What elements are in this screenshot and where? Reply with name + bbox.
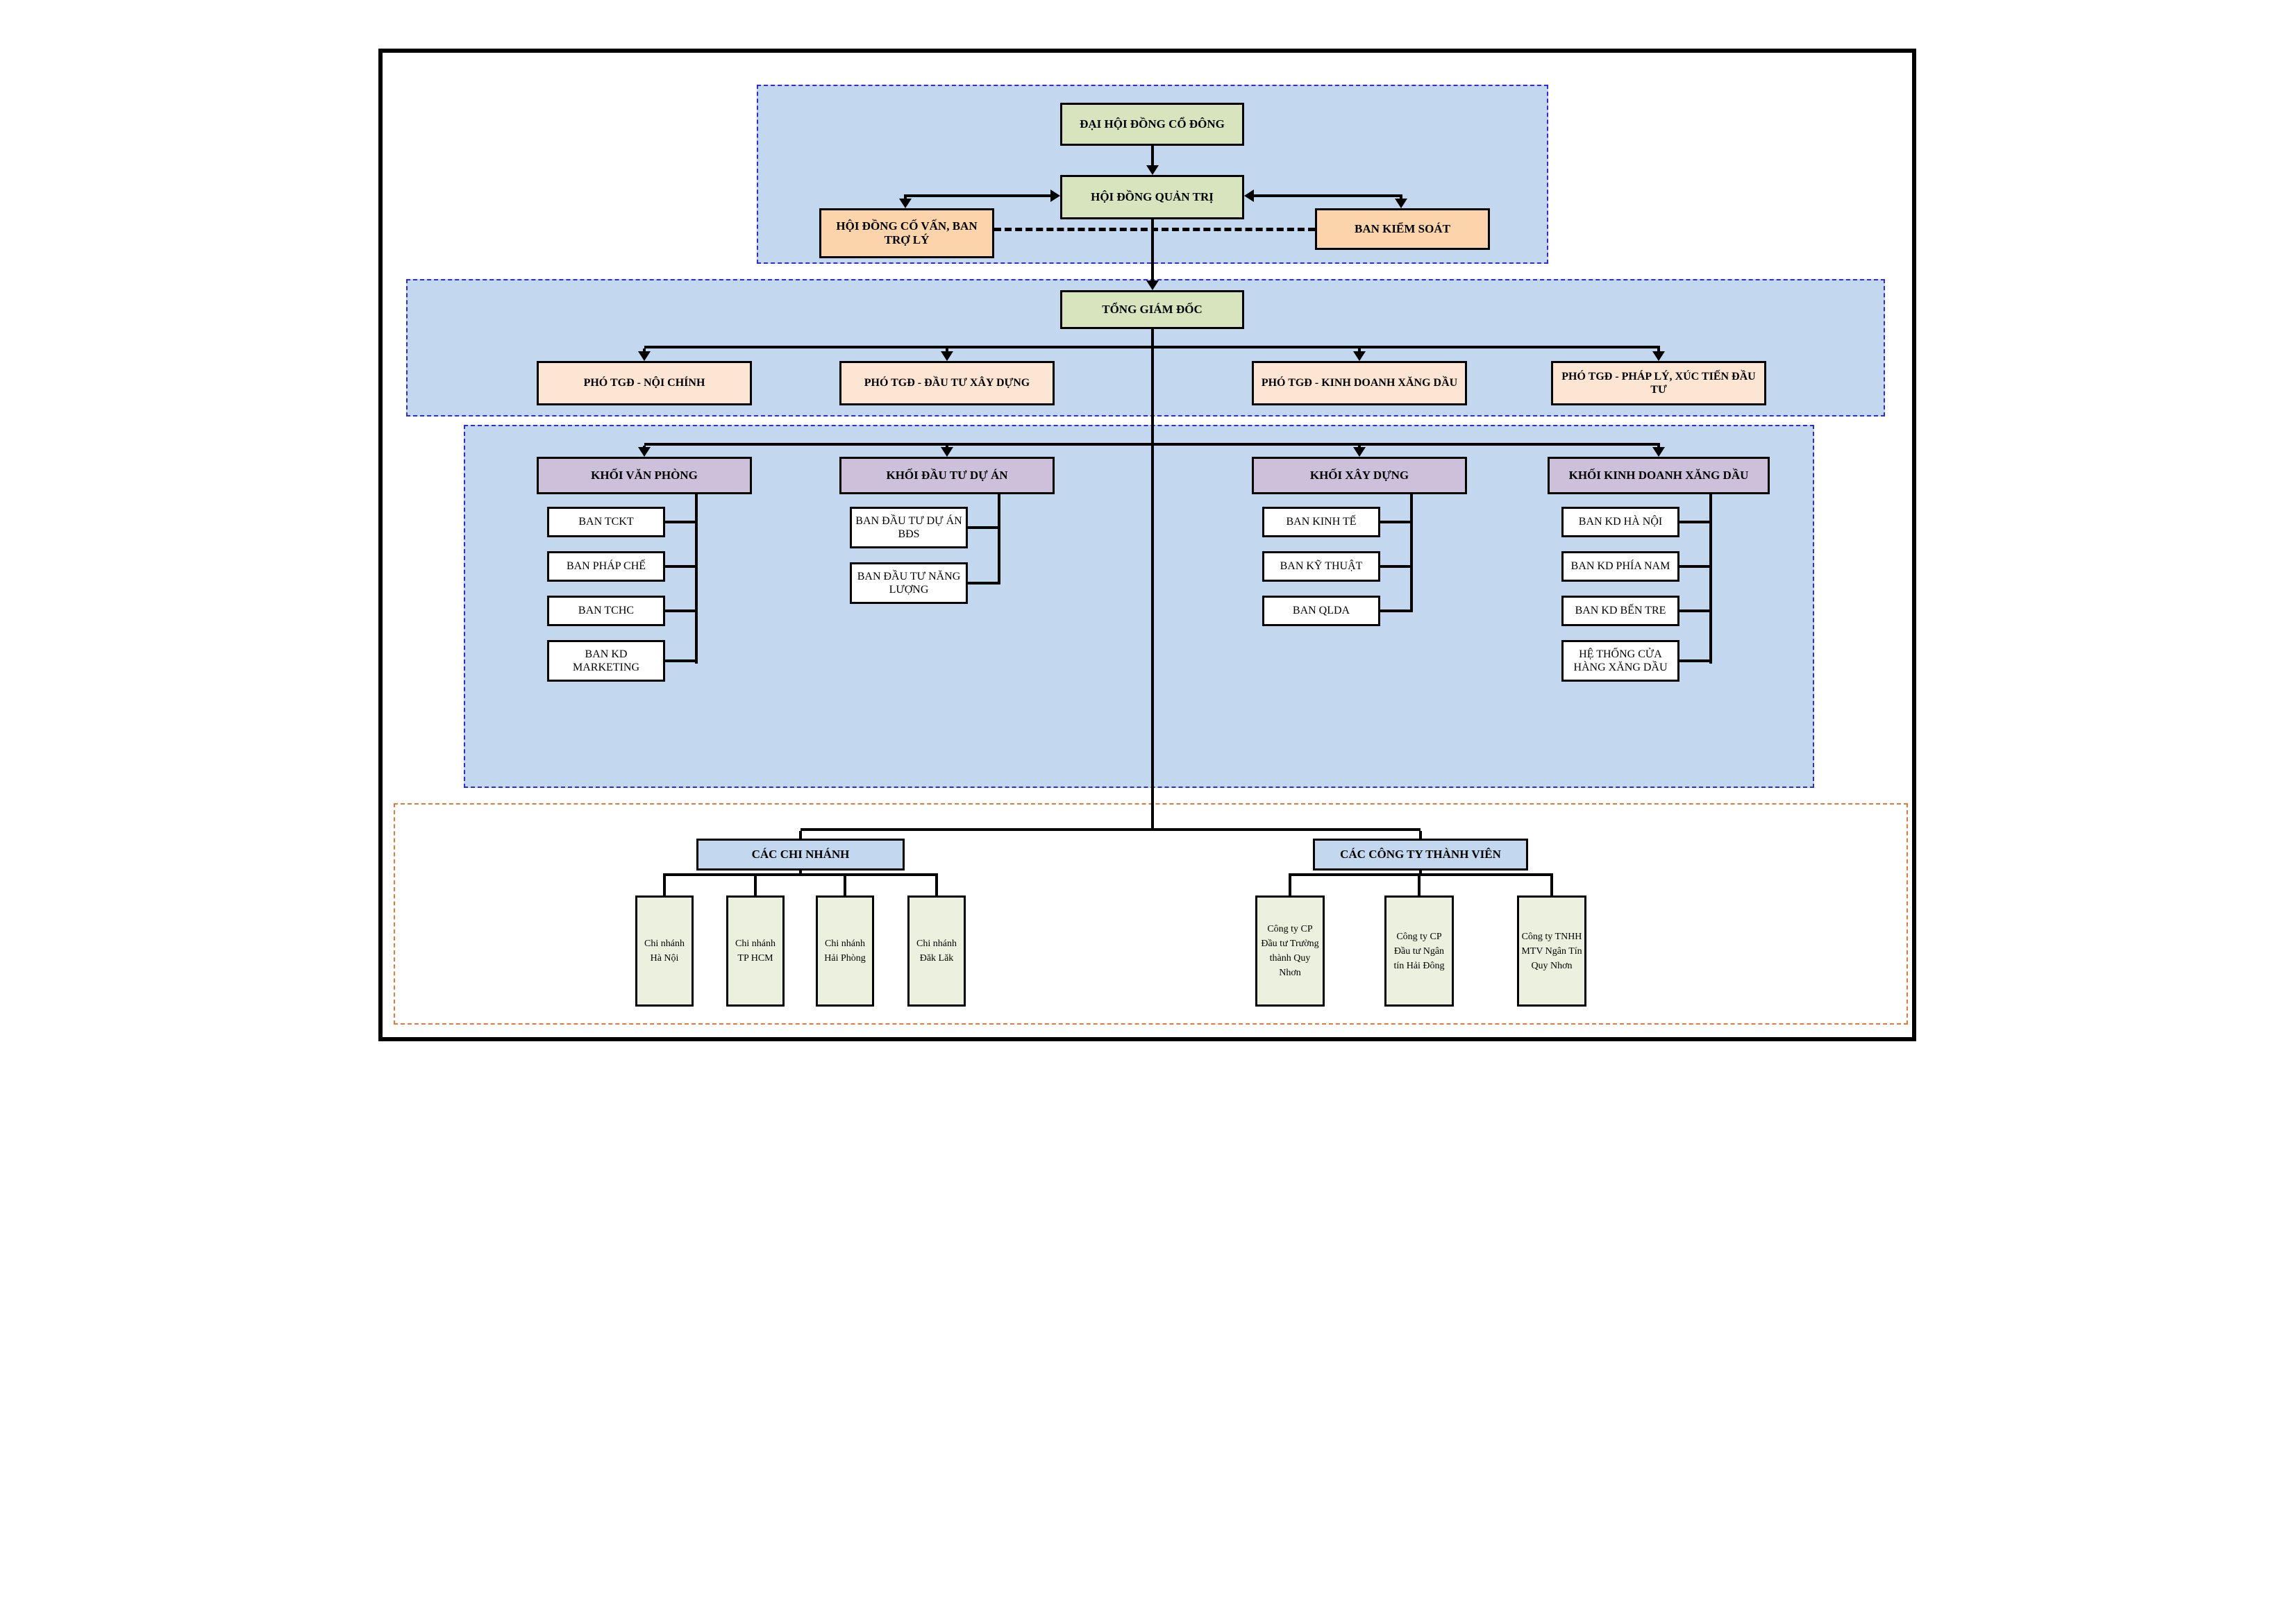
arrowhead-down — [638, 447, 651, 457]
node-deputy-internal-affairs: PHÓ TGĐ - NỘI CHÍNH — [537, 361, 752, 405]
branches-group-outline — [394, 803, 1908, 1025]
stub-line — [1380, 565, 1411, 568]
stub-line — [968, 526, 999, 529]
arrowhead-down — [638, 351, 651, 361]
node-branch-tp-hcm: Chi nhánh TP HCM — [726, 895, 785, 1007]
connector-line — [643, 348, 646, 353]
connector-line — [1358, 348, 1361, 353]
distribution-line — [663, 873, 938, 876]
dashed-connector-line — [994, 228, 1315, 231]
split-line — [801, 828, 1421, 831]
connector-line — [904, 194, 907, 200]
node-division-construction: KHỐI XÂY DỰNG — [1252, 457, 1467, 494]
node-subsidiaries-header: CÁC CÔNG TY THÀNH VIÊN — [1313, 839, 1528, 871]
connector-line — [799, 831, 802, 839]
node-dept-tckt: BAN TCKT — [547, 507, 665, 537]
node-branch-hai-phong: Chi nhánh Hải Phòng — [816, 895, 874, 1007]
stub-line — [1380, 609, 1411, 612]
node-deputy-construction-investment: PHÓ TGĐ - ĐẦU TƯ XÂY DỰNG — [839, 361, 1055, 405]
arrowhead-down — [1652, 447, 1665, 457]
node-branches-header: CÁC CHI NHÁNH — [696, 839, 905, 871]
node-dept-kd-ben-tre: BAN KD BẾN TRE — [1561, 596, 1679, 626]
arrowhead-down — [1353, 447, 1366, 457]
stub-line — [665, 659, 696, 662]
node-division-project-investment: KHỐI ĐẦU TƯ DỰ ÁN — [839, 457, 1055, 494]
arrowhead-down — [941, 447, 953, 457]
node-dept-dau-tu-nang-luong: BAN ĐẦU TƯ NĂNG LƯỢNG — [850, 562, 968, 604]
node-dept-kd-marketing: BAN KD MARKETING — [547, 640, 665, 682]
stub-line — [968, 582, 999, 585]
node-dept-tchc: BAN TCHC — [547, 596, 665, 626]
node-dept-qlda: BAN QLDA — [1262, 596, 1380, 626]
stub-line — [1679, 609, 1711, 612]
connector-line — [904, 194, 1050, 197]
node-subsidiary-truong-thanh-quy-nhon: Công ty CP Đầu tư Trường thành Quy Nhơn — [1255, 895, 1325, 1007]
node-board-of-directors: HỘI ĐỒNG QUẢN TRỊ — [1060, 175, 1244, 219]
node-shareholders-meeting: ĐẠI HỘI ĐỒNG CỔ ĐÔNG — [1060, 103, 1244, 146]
column-spine-line — [1410, 494, 1413, 612]
stub-line — [665, 609, 696, 612]
node-dept-kd-ha-noi: BAN KD HÀ NỘI — [1561, 507, 1679, 537]
stub-line — [665, 565, 696, 568]
connector-line — [1289, 876, 1291, 895]
connector-line — [663, 876, 666, 895]
connector-line — [946, 348, 948, 353]
connector-line — [1151, 146, 1154, 167]
connector-line — [844, 876, 846, 895]
distribution-line — [644, 346, 1660, 348]
connector-line — [1550, 876, 1553, 895]
node-advisory-council: HỘI ĐỒNG CỐ VẤN, BAN TRỢ LÝ — [819, 208, 994, 258]
connector-line — [935, 876, 938, 895]
node-deputy-legal-investment-promotion: PHÓ TGĐ - PHÁP LÝ, XÚC TIẾN ĐẦU TƯ — [1551, 361, 1766, 405]
node-supervisory-board: BAN KIỂM SOÁT — [1315, 208, 1490, 250]
distribution-line — [1289, 873, 1553, 876]
connector-line — [799, 871, 802, 875]
node-dept-kinh-te: BAN KINH TẾ — [1262, 507, 1380, 537]
connector-line — [1418, 876, 1421, 895]
stub-line — [1679, 565, 1711, 568]
node-dept-dau-tu-du-an-bds: BAN ĐẦU TƯ DỰ ÁN BĐS — [850, 507, 968, 548]
column-spine-line — [998, 494, 1000, 585]
arrowhead-down — [1652, 351, 1665, 361]
node-division-office: KHỐI VĂN PHÒNG — [537, 457, 752, 494]
connector-line — [1419, 871, 1422, 875]
node-deputy-petroleum-business: PHÓ TGĐ - KINH DOANH XĂNG DẦU — [1252, 361, 1467, 405]
column-spine-line — [695, 494, 698, 664]
node-branch-ha-noi: Chi nhánh Hà Nội — [635, 895, 694, 1007]
connector-line — [1151, 219, 1154, 282]
stub-line — [1679, 521, 1711, 523]
arrowhead-down — [899, 199, 912, 208]
connector-line — [1419, 831, 1422, 839]
arrowhead-down — [941, 351, 953, 361]
connector-line — [754, 876, 757, 895]
node-dept-kd-phia-nam: BAN KD PHÍA NAM — [1561, 551, 1679, 582]
stub-line — [1380, 521, 1411, 523]
connector-line — [1657, 348, 1660, 353]
node-ceo: TỔNG GIÁM ĐỐC — [1060, 290, 1244, 329]
arrowhead-down — [1146, 280, 1159, 290]
connector-line — [1254, 194, 1402, 197]
arrowhead-down — [1353, 351, 1366, 361]
arrowhead-left — [1244, 190, 1254, 202]
node-dept-phap-che: BAN PHÁP CHẾ — [547, 551, 665, 582]
main-vertical-line — [1151, 329, 1154, 831]
column-spine-line — [1709, 494, 1712, 664]
node-subsidiary-ngan-tin-hai-dong: Công ty CP Đầu tư Ngân tín Hải Đông — [1384, 895, 1454, 1007]
arrowhead-down — [1146, 165, 1159, 175]
connector-line — [1400, 194, 1402, 200]
arrowhead-right — [1050, 190, 1060, 202]
node-subsidiary-ngan-tin-quy-nhon: Công ty TNHH MTV Ngân Tín Quy Nhơn — [1517, 895, 1586, 1007]
stub-line — [665, 521, 696, 523]
node-dept-ky-thuat: BAN KỸ THUẬT — [1262, 551, 1380, 582]
arrowhead-down — [1395, 199, 1407, 208]
stub-line — [1679, 659, 1711, 662]
node-dept-he-thong-cua-hang: HỆ THỐNG CỬA HÀNG XĂNG DẦU — [1561, 640, 1679, 682]
node-branch-dak-lak: Chi nhánh Đăk Lăk — [907, 895, 966, 1007]
node-division-petroleum-business: KHỐI KINH DOANH XĂNG DẦU — [1548, 457, 1770, 494]
distribution-line — [644, 443, 1660, 446]
